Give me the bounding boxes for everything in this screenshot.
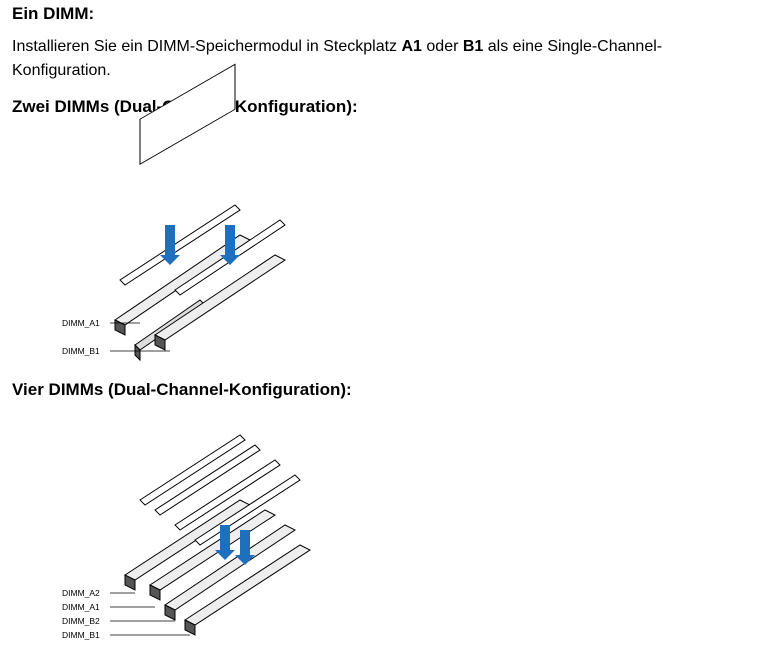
dimm-module-illustration [114, 63, 286, 362]
heading-one-dimm: Ein DIMM: [12, 4, 95, 23]
label-dimm-a1: DIMM_A1 [62, 318, 100, 328]
instruction-text-part-2: oder [421, 38, 463, 55]
instruction-text-part-1: Installieren Sie ein DIMM-Speichermodul … [12, 38, 402, 55]
label-dimm-b1: DIMM_B1 [62, 630, 100, 640]
label-leader-lines [110, 322, 170, 352]
label-dimm-b1: DIMM_B1 [62, 346, 100, 356]
one-dimm-instruction: Installieren Sie ein DIMM-Speichermodul … [12, 35, 752, 83]
heading-four-dimms: Vier DIMMs (Dual-Channel-Konfiguration): [12, 380, 352, 399]
slot-a1-emphasis: A1 [401, 38, 422, 55]
dimm-module-illustration [123, 434, 312, 636]
slot-b1-emphasis: B1 [462, 38, 484, 55]
insertion-arrows [215, 525, 255, 565]
label-leader-lines [110, 592, 190, 636]
instruction-text-part-3: als eine Single-Channel-Konfiguration. [12, 38, 663, 79]
label-dimm-a2: DIMM_A2 [62, 588, 100, 598]
label-dimm-a1: DIMM_A1 [62, 602, 100, 612]
label-dimm-b2: DIMM_B2 [62, 616, 100, 626]
two-dimm-installation-diagram: DIMM_A1 DIMM_B1 [62, 63, 286, 362]
insertion-arrows [160, 225, 240, 265]
four-dimm-installation-diagram: DIMM_A2 DIMM_A1 DIMM_B2 DIMM_B1 [62, 434, 312, 640]
